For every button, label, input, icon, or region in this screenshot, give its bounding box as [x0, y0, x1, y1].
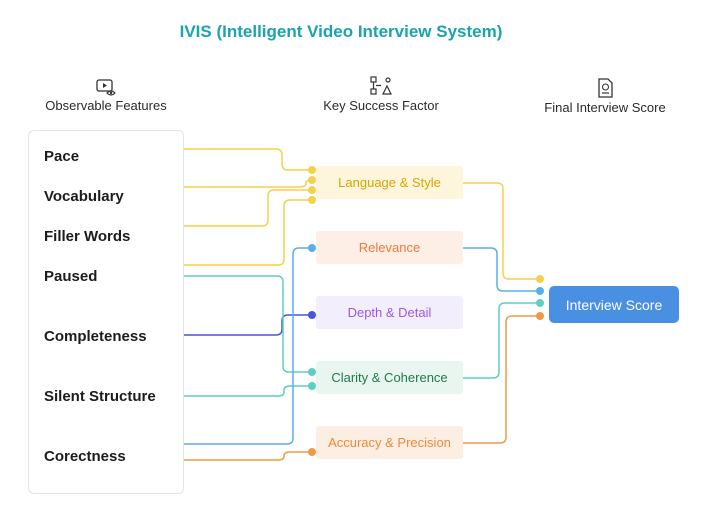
line-language-score — [463, 182, 540, 280]
dot-language-3 — [308, 186, 316, 194]
video-eye-icon — [96, 79, 116, 96]
document-icon — [598, 78, 613, 98]
column-header-features: Observable Features — [21, 78, 191, 113]
factor-depth-detail: Depth & Detail — [316, 296, 463, 329]
dot-language-2 — [308, 176, 316, 184]
factor-language-style: Language & Style — [316, 166, 463, 199]
line-paused-clarity — [182, 275, 312, 373]
line-corectness-relevance — [182, 247, 312, 445]
flowchart-icon — [370, 76, 392, 95]
line-silent-clarity — [182, 385, 312, 397]
dot-relevance — [308, 244, 316, 252]
column-header-factors: Key Success Factor — [296, 76, 466, 113]
score-column-label: Final Interview Score — [544, 100, 666, 115]
line-accuracy-score — [463, 315, 540, 444]
line-pace-language — [182, 148, 312, 171]
features-panel — [28, 130, 184, 494]
feature-pace: Pace — [44, 148, 80, 165]
interview-score-node: Interview Score — [549, 286, 679, 323]
line-corectness-accuracy — [182, 451, 312, 461]
dot-clarity-2 — [308, 382, 316, 390]
column-header-score: Final Interview Score — [520, 78, 690, 115]
dot-score-accuracy — [536, 312, 544, 320]
factor-relevance: Relevance — [316, 231, 463, 264]
page-title: IVIS (Intelligent Video Interview System… — [179, 22, 503, 41]
dot-score-clarity — [536, 299, 544, 307]
line-filler-language — [182, 189, 312, 227]
dot-clarity-1 — [308, 368, 316, 376]
dot-score-language — [536, 275, 544, 283]
feature-filler-words: Filler Words — [44, 228, 131, 245]
factor-accuracy-precision: Accuracy & Precision — [316, 426, 463, 459]
dot-language-4 — [308, 196, 316, 204]
feature-completeness: Completeness — [44, 328, 147, 345]
feature-paused: Paused — [44, 268, 98, 285]
line-paused-language — [182, 199, 312, 266]
feature-corectness: Corectness — [44, 448, 126, 465]
line-clarity-score — [463, 302, 540, 379]
line-completeness-depth — [182, 314, 312, 336]
features-column-label: Observable Features — [45, 98, 167, 113]
feature-vocabulary: Vocabulary — [44, 188, 124, 205]
factors-column-label: Key Success Factor — [323, 98, 439, 113]
dot-score-relevance — [536, 287, 544, 295]
dot-language-1 — [308, 166, 316, 174]
line-relevance-score — [463, 247, 540, 292]
dot-accuracy — [308, 448, 316, 456]
feature-silent-structure: Silent Structure — [44, 388, 156, 405]
factor-clarity-coherence: Clarity & Coherence — [316, 361, 463, 394]
line-vocabulary-language — [182, 179, 312, 188]
dot-depth — [308, 311, 316, 319]
